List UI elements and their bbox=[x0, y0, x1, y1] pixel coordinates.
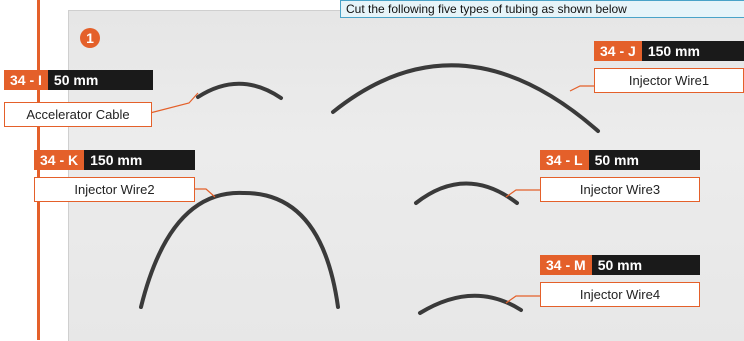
part-tag-34-l: 34 - L 50 mm bbox=[540, 150, 700, 170]
wire-34-k bbox=[139, 190, 340, 309]
part-tag-34-i: 34 - I 50 mm bbox=[4, 70, 153, 90]
part-code: 34 - J bbox=[594, 41, 642, 61]
part-tag-34-k: 34 - K 150 mm bbox=[34, 150, 195, 170]
left-accent-rule bbox=[37, 0, 40, 340]
part-code: 34 - I bbox=[4, 70, 48, 90]
part-length: 150 mm bbox=[641, 41, 744, 61]
wire-34-i bbox=[196, 81, 283, 100]
part-label-34-m: Injector Wire4 bbox=[540, 282, 700, 307]
part-label-34-k: Injector Wire2 bbox=[34, 177, 195, 202]
part-length: 50 mm bbox=[47, 70, 153, 90]
leader-34-i bbox=[149, 92, 199, 114]
wire-34-j bbox=[331, 63, 600, 133]
part-code: 34 - L bbox=[540, 150, 589, 170]
part-length: 50 mm bbox=[588, 150, 700, 170]
part-label-34-i: Accelerator Cable bbox=[4, 102, 152, 127]
wire-34-m bbox=[418, 293, 523, 315]
part-tag-34-m: 34 - M 50 mm bbox=[540, 255, 700, 275]
leader-34-l bbox=[505, 189, 540, 198]
leader-34-k bbox=[193, 188, 216, 198]
instruction-caption: Cut the following five types of tubing a… bbox=[340, 0, 744, 18]
part-length: 50 mm bbox=[591, 255, 700, 275]
wire-34-l bbox=[414, 181, 519, 205]
part-code: 34 - K bbox=[34, 150, 85, 170]
part-label-34-l: Injector Wire3 bbox=[540, 177, 700, 202]
part-label-34-j: Injector Wire1 bbox=[594, 68, 744, 93]
part-tag-34-j: 34 - J 150 mm bbox=[594, 41, 744, 61]
step-number-badge: 1 bbox=[80, 28, 100, 48]
part-code: 34 - M bbox=[540, 255, 592, 275]
leader-34-j bbox=[569, 85, 595, 92]
part-length: 150 mm bbox=[84, 150, 195, 170]
leader-34-m bbox=[505, 295, 540, 304]
